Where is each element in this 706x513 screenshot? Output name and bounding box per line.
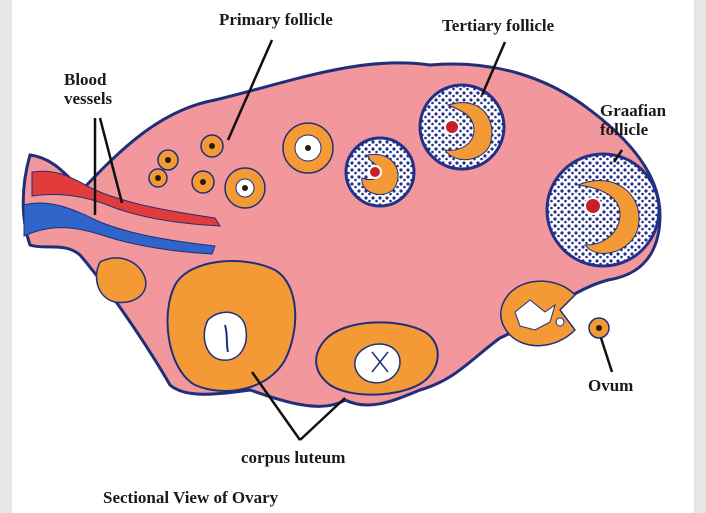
ruptured-follicle xyxy=(501,281,575,346)
label-primary-follicle: Primary follicle xyxy=(219,10,333,29)
primary-follicle-1 xyxy=(158,150,178,170)
graafian-follicle xyxy=(547,154,659,266)
tertiary-follicle-small xyxy=(346,138,414,206)
corpus-luteum-medium xyxy=(316,322,438,394)
primary-follicle-4 xyxy=(201,135,223,157)
primary-follicle-3 xyxy=(192,171,214,193)
label-tertiary-follicle: Tertiary follicle xyxy=(442,16,554,35)
label-blood-vessels: Blood vessels xyxy=(64,70,112,108)
primary-follicle-2 xyxy=(149,169,167,187)
corpus-luteum-large xyxy=(168,261,296,391)
label-ovum: Ovum xyxy=(588,376,633,395)
tertiary-follicle xyxy=(420,85,504,169)
ovum xyxy=(589,318,609,338)
leader-ovum xyxy=(601,338,612,372)
secondary-follicle-1 xyxy=(225,168,265,208)
label-corpus-luteum: corpus luteum xyxy=(241,448,345,467)
label-graafian-follicle: Graafian follicle xyxy=(600,101,666,139)
diagram-title: Sectional View of Ovary xyxy=(103,488,278,507)
secondary-follicle-2 xyxy=(283,123,333,173)
